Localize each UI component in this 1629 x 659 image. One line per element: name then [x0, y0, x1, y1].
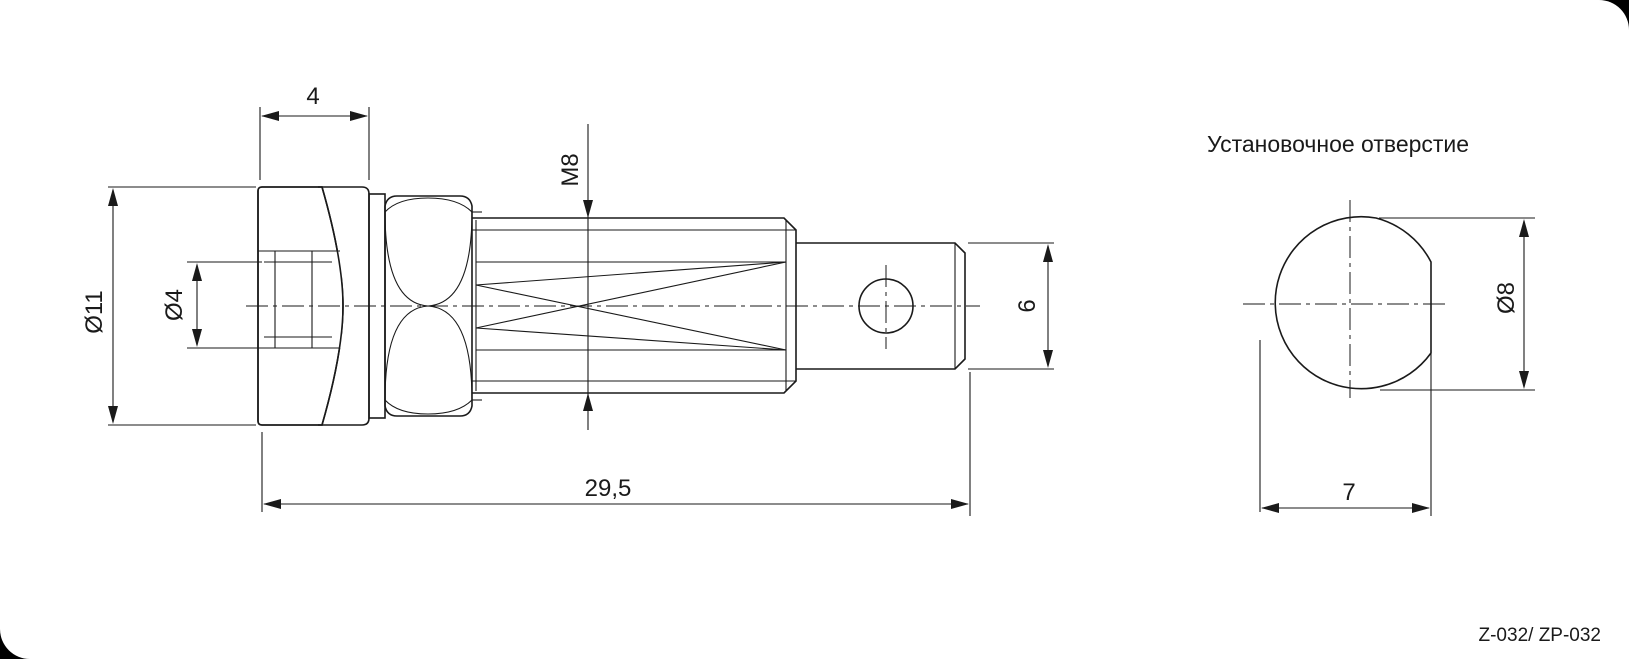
hole-diameter-label: Ø8 [1493, 282, 1520, 314]
mounting-hole-caption: Установочное отверстие [1207, 131, 1469, 157]
dimension-hole-flat: 7 [1259, 340, 1432, 516]
dimension-bore-diameter: Ø4 [161, 261, 262, 349]
dimension-head-width: 4 [259, 83, 370, 180]
total-length-label: 29,5 [585, 475, 632, 502]
dimension-total-length: 29,5 [261, 372, 971, 516]
part-code: Z-032/ ZP-032 [1479, 625, 1602, 646]
hole-flat-label: 7 [1342, 479, 1355, 506]
dimension-outer-diameter: Ø11 [81, 186, 256, 426]
threaded-body [472, 217, 797, 394]
dimension-hole-diameter: Ø8 [1379, 217, 1535, 391]
mounting-hole-view [1243, 200, 1450, 398]
socket-side-view [246, 186, 980, 426]
hole-outline [1274, 215, 1432, 390]
hex-nut [384, 195, 482, 417]
dimension-thread: M8 [557, 124, 593, 430]
bore-diameter-label: Ø4 [161, 289, 188, 321]
knurled-head [257, 186, 344, 426]
tab-width-label: 6 [1014, 299, 1041, 312]
thread-label: M8 [557, 153, 584, 186]
outer-diameter-label: Ø11 [81, 290, 108, 334]
dimension-tab-width: 6 [968, 242, 1054, 370]
head-width-label: 4 [306, 83, 319, 110]
